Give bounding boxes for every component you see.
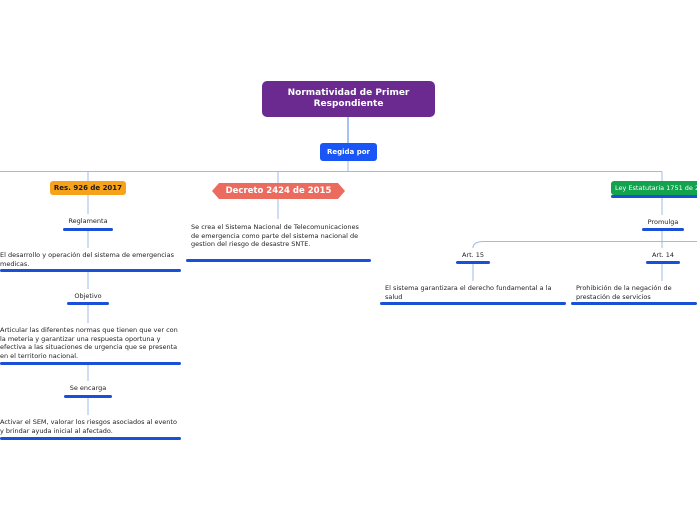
art-15-text[interactable]: El sistema garantizara el derecho fundam… bbox=[385, 284, 552, 301]
branch-ley-underline bbox=[611, 195, 697, 198]
promulga-node[interactable]: Promulga bbox=[647, 218, 679, 226]
se-encarga-node[interactable]: Se encarga bbox=[69, 384, 107, 392]
art-14-text[interactable]: Prohibición de la negación de prestación… bbox=[576, 284, 672, 301]
root-title: Normatividad de Primer Respondiente bbox=[287, 88, 410, 109]
branch-decreto-title: Decreto 2424 de 2015 bbox=[225, 186, 332, 196]
reglamenta-node[interactable]: Reglamenta bbox=[68, 217, 108, 225]
branch-res-926[interactable]: Res. 926 de 2017 bbox=[50, 181, 126, 195]
regida-por-label: Regida por bbox=[327, 148, 370, 156]
branch-ley-1751[interactable]: Ley Estatutaria 1751 de 2015 bbox=[611, 181, 697, 195]
branch-decreto-2424[interactable]: Decreto 2424 de 2015 bbox=[212, 183, 345, 199]
objetivo-text[interactable]: Articular las diferentes normas que tien… bbox=[0, 326, 178, 360]
objetivo-node[interactable]: Objetivo bbox=[74, 292, 102, 300]
decreto-text[interactable]: Se crea el Sistema Nacional de Telecomun… bbox=[191, 223, 359, 248]
art-15-node[interactable]: Art. 15 bbox=[461, 251, 485, 259]
reglamenta-text[interactable]: El desarrollo y operación del sistema de… bbox=[0, 251, 174, 268]
promulga-underline bbox=[642, 228, 684, 231]
reglamenta-underline bbox=[63, 228, 113, 231]
regida-por-node[interactable]: Regida por bbox=[320, 143, 377, 161]
branch-ley-title: Ley Estatutaria 1751 de 2015 bbox=[615, 184, 697, 192]
objetivo-text-underline bbox=[0, 362, 181, 365]
root-node[interactable]: Normatividad de Primer Respondiente bbox=[262, 81, 435, 117]
art-15-text-underline bbox=[380, 302, 566, 305]
decreto-text-underline bbox=[186, 259, 371, 262]
art-14-underline bbox=[646, 261, 680, 264]
se-encarga-text[interactable]: Activar el SEM, valorar los riesgos asoc… bbox=[0, 418, 177, 435]
reglamenta-text-underline bbox=[0, 269, 181, 272]
art-15-underline bbox=[456, 261, 490, 264]
promulga-to-articles-line bbox=[472, 231, 697, 249]
art-14-node[interactable]: Art. 14 bbox=[651, 251, 675, 259]
se-encarga-text-underline bbox=[0, 437, 181, 440]
art-14-text-underline bbox=[571, 302, 697, 305]
branch-res-title: Res. 926 de 2017 bbox=[53, 184, 123, 192]
objetivo-underline bbox=[67, 302, 109, 305]
se-encarga-underline bbox=[64, 395, 112, 398]
